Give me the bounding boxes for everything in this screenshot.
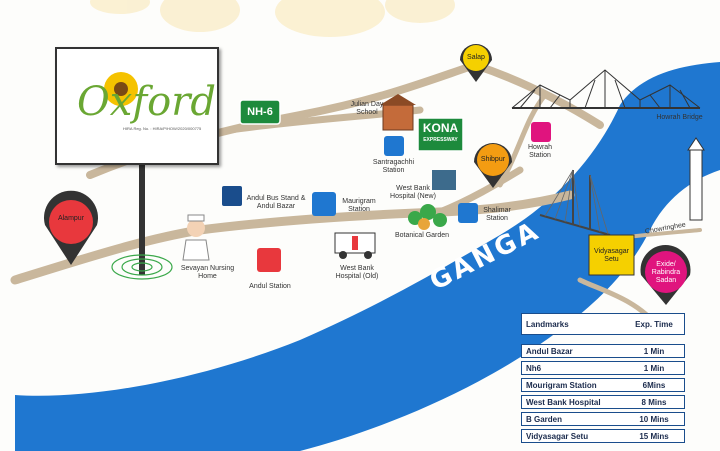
rera-number: HIRA Reg. No. : HIRA/P/HOW/2020/000775 — [123, 126, 202, 131]
ambulance — [334, 232, 376, 259]
table-row: B Garden 10 Mins — [521, 412, 685, 426]
salap-label: Salap — [467, 54, 485, 61]
botanical-garden-trees — [408, 204, 447, 230]
landmark-name: Vidyasagar Setu — [526, 431, 589, 441]
nh6-sign-bg — [239, 99, 281, 125]
landmark-time: 1 Min — [643, 346, 665, 356]
school-building — [380, 94, 416, 131]
maurigram-label: Maurigram Station — [342, 198, 376, 213]
table-row: West Bank Hospital 8 Mins — [521, 395, 685, 409]
table-row: Vidyasagar Setu 15 Mins — [521, 429, 685, 443]
shalimar-label: Shalimar Station — [483, 207, 511, 222]
salap-pin[interactable] — [460, 44, 492, 82]
julian-day-school-label: Julian Day School — [350, 101, 384, 116]
landmark-time: 10 Mins — [639, 414, 669, 424]
table-row: Nh6 1 Min — [521, 361, 685, 375]
howrah-station-label: Howrah Station — [527, 144, 553, 159]
alampur-label: Alampur — [57, 215, 85, 222]
river-ganga — [15, 62, 720, 451]
hospital-new-building — [432, 170, 456, 190]
landmark-time: 15 Mins — [639, 431, 669, 441]
decorative-flower — [90, 0, 455, 37]
howrah-bridge-drawing — [511, 69, 701, 109]
landmark-name: Nh6 — [526, 363, 542, 373]
alampur-pin[interactable] — [44, 190, 98, 265]
sevayan-label: Sevayan Nursing Home — [180, 265, 235, 280]
vidyasagar-setu-label: Vidyasagar Setu — [594, 248, 629, 263]
west-bank-old-label: West Bank Hospital (Old) — [335, 265, 379, 280]
nurse-figure — [182, 214, 210, 261]
exide-pin[interactable] — [640, 245, 691, 305]
landmark-name: West Bank Hospital — [526, 397, 601, 407]
landmark-time: 1 Min — [643, 363, 665, 373]
andul-bus-stand-label: Andul Bus Stand & Andul Bazar — [246, 195, 306, 210]
landmark-name: B Garden — [526, 414, 563, 424]
shibpur-label: Shibpur — [480, 156, 506, 163]
table-row: Andul Bazar 1 Min — [521, 344, 685, 358]
howrah-bridge-label: Howrah Bridge — [656, 114, 703, 121]
kona-sign-title: KONA — [422, 121, 459, 135]
landmark-table: Landmarks Exp. Time Andul Bazar 1 Min Nh… — [521, 313, 685, 443]
exide-label: Exide/ Rabindra Sadan — [651, 261, 681, 284]
west-bank-new-label: West Bank Hospital (New) — [390, 185, 436, 200]
shibpur-pin[interactable] — [474, 143, 512, 188]
station-icons — [222, 122, 551, 272]
landmark-name: Mourigram Station — [526, 380, 597, 390]
project-logo: Oxford — [77, 79, 216, 125]
table-row: Mourigram Station 6Mins — [521, 378, 685, 392]
landmark-table-header: Landmarks Exp. Time — [521, 313, 685, 335]
header-exp-time: Exp. Time — [635, 319, 673, 329]
billboard-post — [139, 160, 145, 275]
andul-station-label: Andul Station — [249, 283, 291, 290]
landmark-time: 6Mins — [642, 380, 666, 390]
victoria-monument-drawing — [687, 137, 705, 221]
vidyasagar-setu-box — [588, 234, 635, 276]
botanical-garden-label: Botanical Garden — [394, 232, 450, 239]
nh6-sign: NH-6 — [247, 106, 273, 118]
kona-sign-subtitle: EXPRESSWAY — [423, 137, 458, 143]
landmark-name: Andul Bazar — [526, 346, 573, 356]
header-landmarks: Landmarks — [526, 319, 569, 329]
project-billboard: Oxford HIRA Reg. No. : HIRA/P/HOW/2020/0… — [55, 47, 219, 165]
santragachhi-label: Santragachhi Station — [372, 159, 415, 174]
kona-sign-bg — [417, 117, 464, 152]
sunflower-icon — [104, 72, 138, 106]
billboard-rings — [111, 254, 173, 280]
landmark-time: 8 Mins — [641, 397, 667, 407]
vidyasagar-setu-drawing — [539, 169, 611, 236]
